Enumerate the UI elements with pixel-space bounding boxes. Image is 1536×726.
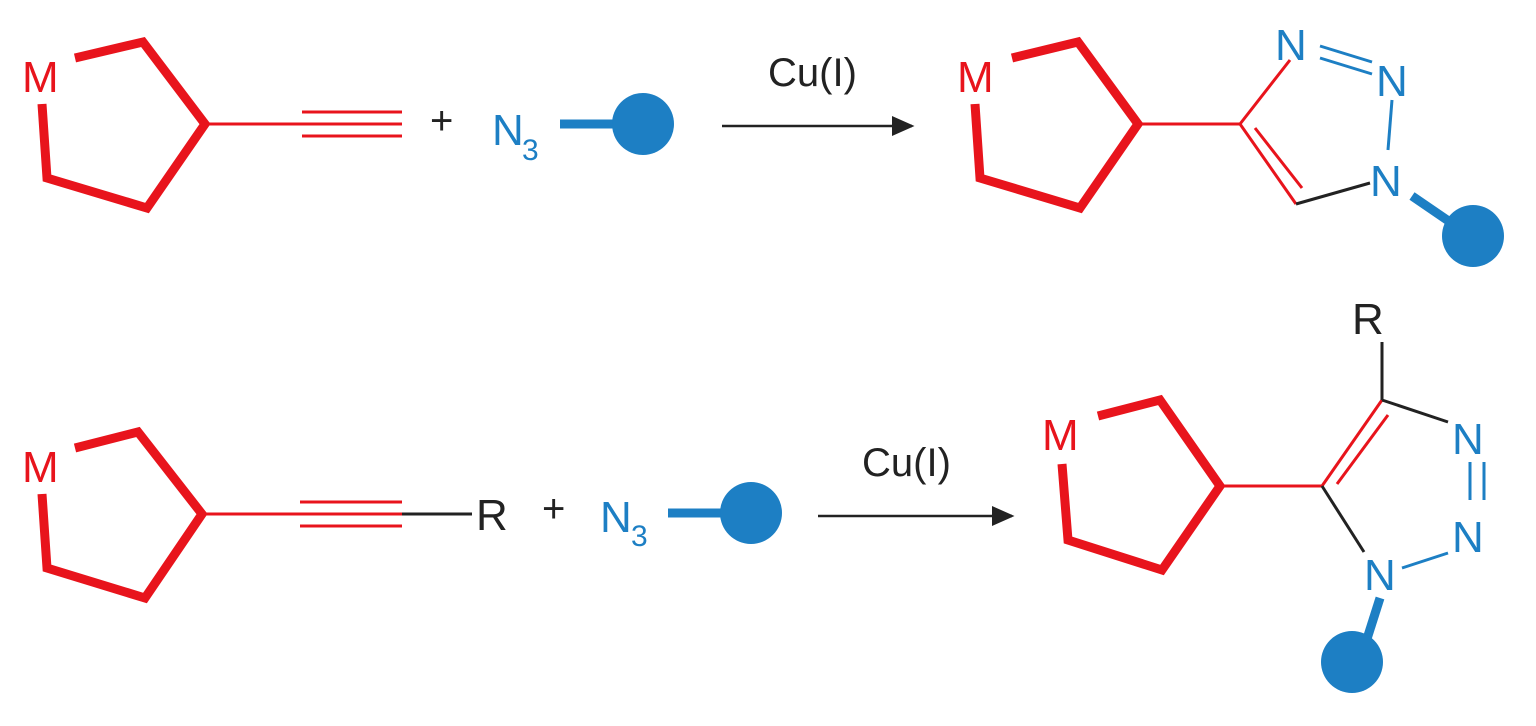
metal-label: M — [22, 53, 59, 102]
triazole-n3: N — [1275, 21, 1307, 70]
triazole-n3: N — [1452, 415, 1484, 464]
catalyst-label: Cu(I) — [862, 441, 951, 485]
reaction-arrow-2: Cu(I) — [818, 441, 1015, 526]
plus-sign: + — [430, 99, 453, 143]
reaction-arrow-1: Cu(I) — [722, 51, 915, 136]
azide-subscript: 3 — [522, 134, 539, 167]
metallacycle-ring — [37, 426, 208, 604]
product-metal-label: M — [1042, 411, 1079, 460]
product-metallacycle-ring — [970, 36, 1144, 214]
product-substrate-dot — [1321, 631, 1383, 693]
triazole-n1: N — [1364, 551, 1396, 600]
catalyst-label: Cu(I) — [768, 51, 857, 95]
azide-substrate-dot — [720, 482, 782, 544]
product-2: M R N N N — [1040, 295, 1486, 693]
azide-label: N — [492, 106, 524, 155]
product-substituent-label: R — [1352, 295, 1384, 344]
reaction-1: M + N 3 Cu(I) M — [20, 21, 1504, 267]
triazole-n1: N — [1370, 157, 1402, 206]
reaction-2: M R + N 3 Cu(I) M — [20, 295, 1486, 693]
alkyne-bond — [202, 500, 472, 528]
azide-reagent: N 3 — [600, 482, 782, 553]
product-1: M N N N — [955, 21, 1504, 267]
triazole-n2: N — [1376, 57, 1408, 106]
alkyne-substituent-label: R — [476, 491, 508, 540]
metal-label: M — [22, 443, 59, 492]
plus-sign: + — [542, 487, 565, 531]
alkyne-bond — [205, 110, 402, 138]
triazole-n2: N — [1452, 513, 1484, 562]
product-metallacycle-ring — [1057, 394, 1226, 576]
azide-label: N — [600, 493, 632, 542]
azide-subscript: 3 — [631, 520, 648, 553]
azide-substrate-dot — [612, 93, 674, 155]
product-substrate-dot — [1442, 205, 1504, 267]
reactant-metallacycle: M — [20, 36, 211, 214]
azide-reagent: N 3 — [492, 93, 674, 167]
metallacycle-ring — [37, 36, 211, 214]
reactant-metallacycle: M — [20, 426, 208, 604]
product-metal-label: M — [957, 53, 994, 102]
